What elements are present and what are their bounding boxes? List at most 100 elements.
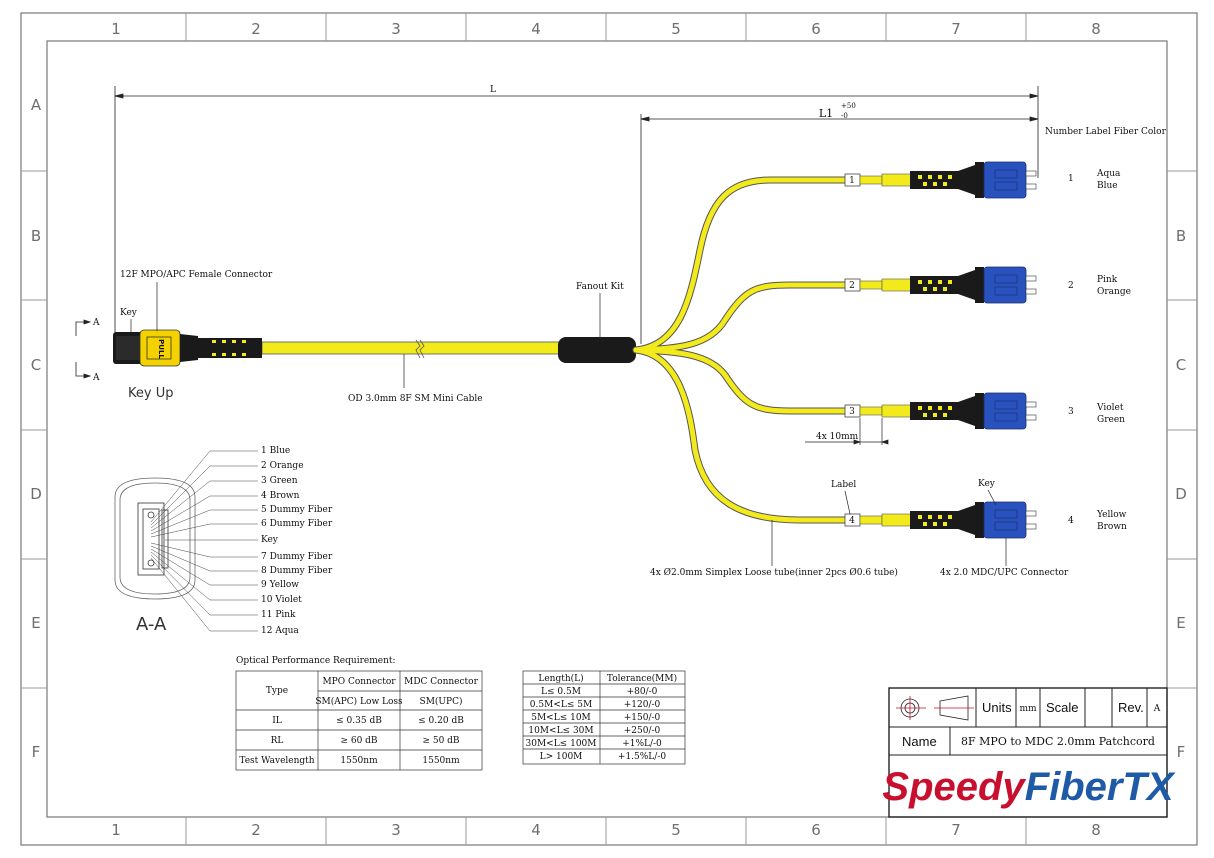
col-label: 7 xyxy=(951,821,961,839)
col-label: 8 xyxy=(1091,20,1101,38)
optical-row-name: IL xyxy=(272,716,282,726)
drawing-name: 8F MPO to MDC 2.0mm Patchcord xyxy=(961,735,1155,748)
units-value: mm xyxy=(1019,704,1037,714)
tol-value: +1%L/-0 xyxy=(622,739,662,749)
leg-tag-text: 2 xyxy=(849,281,855,291)
col-label: 1 xyxy=(111,20,121,38)
leg-tag-text: 1 xyxy=(849,176,855,186)
column-labels-top: 1 2 3 4 5 6 7 8 xyxy=(111,20,1101,38)
dimension-L xyxy=(114,86,1039,344)
optical-row-mdc: 1550nm xyxy=(422,756,460,766)
optical-table xyxy=(235,670,483,771)
leg-1-color-2: Blue xyxy=(1097,181,1118,191)
leg-3-color-1: Violet xyxy=(1096,403,1124,413)
col-label: 2 xyxy=(251,20,261,38)
optical-row-mdc: ≤ 0.20 dB xyxy=(418,716,464,726)
leg-4-number: 4 xyxy=(1068,516,1074,526)
row-label: F xyxy=(32,743,41,761)
name-label: Name xyxy=(902,734,937,749)
fiber-position: 6 Dummy Fiber xyxy=(261,519,333,529)
scale-label: Scale xyxy=(1046,700,1079,715)
tol-value: +120/-0 xyxy=(624,700,661,710)
pull-label: PULL xyxy=(157,339,165,359)
optical-row-mdc: ≥ 50 dB xyxy=(422,736,459,746)
leg-3-color-2: Green xyxy=(1097,415,1125,425)
optical-header-type: Type xyxy=(266,686,288,696)
fiber-position: 7 Dummy Fiber xyxy=(261,552,333,562)
outer-border xyxy=(20,12,1198,846)
row-label: B xyxy=(1176,227,1186,245)
label-width-text: 4x 10mm xyxy=(816,432,859,442)
fanout-legs xyxy=(633,177,848,523)
fiber-position: 2 Orange xyxy=(261,461,304,471)
optical-col-mpo: MPO Connector xyxy=(322,677,396,687)
leg-4: 4 xyxy=(844,501,1037,539)
logo-part-2: FiberTX xyxy=(1025,765,1176,809)
col-label: 5 xyxy=(671,20,681,38)
inner-border xyxy=(46,40,1168,818)
dim-L-label: L xyxy=(490,85,496,95)
row-label: E xyxy=(1176,614,1185,632)
header-number-label-fiber: Number Label Fiber Color xyxy=(1045,127,1167,137)
title-block xyxy=(888,687,1168,818)
leg-2-number: 2 xyxy=(1068,281,1074,291)
fiber-leaders xyxy=(150,450,258,632)
key-callout: Key xyxy=(978,479,996,489)
leg-1: 1 xyxy=(844,161,1037,199)
main-cable xyxy=(261,339,563,359)
col-label: 3 xyxy=(391,821,401,839)
section-arrows xyxy=(75,319,92,379)
tol-length: L≤ 0.5M xyxy=(541,687,581,697)
tol-value: +150/-0 xyxy=(624,713,661,723)
tolerance-table xyxy=(522,670,686,765)
optical-sub-mdc: SM(UPC) xyxy=(420,696,463,707)
company-logo: SpeedyFiberTX xyxy=(882,765,1176,809)
row-label: B xyxy=(31,227,41,245)
tol-length: 0.5M<L≤ 5M xyxy=(530,700,592,710)
projection-symbol-icon xyxy=(896,695,974,721)
leg-2-color-2: Orange xyxy=(1097,287,1131,297)
fiber-position: 12 Aqua xyxy=(261,626,299,636)
col-label: 8 xyxy=(1091,821,1101,839)
row-label: D xyxy=(30,485,42,503)
fiber-position: Key xyxy=(261,535,279,545)
row-label: F xyxy=(1177,743,1186,761)
col-label: 2 xyxy=(251,821,261,839)
row-label: C xyxy=(31,356,41,374)
tol-value: +80/-0 xyxy=(627,687,658,697)
section-a-bottom: A xyxy=(92,373,100,383)
leg-1-color-1: Aqua xyxy=(1096,169,1121,179)
dim-L1-tol-plus: +50 xyxy=(841,102,856,110)
fiber-position: 9 Yellow xyxy=(261,580,299,590)
rev-label: Rev. xyxy=(1118,700,1144,715)
optical-row-mpo: ≤ 0.35 dB xyxy=(336,716,382,726)
fiber-position: 11 Pink xyxy=(261,610,296,620)
dim-L1-label: L1 xyxy=(819,107,833,120)
leg-4-color-1: Yellow xyxy=(1096,510,1127,520)
fanout-kit-label: Fanout Kit xyxy=(576,282,624,292)
cable-label: OD 3.0mm 8F SM Mini Cable xyxy=(348,394,483,404)
leg-3-number: 3 xyxy=(1068,407,1074,417)
rev-value: A xyxy=(1153,704,1161,714)
mpo-connector: PULL xyxy=(113,329,262,367)
row-label: A xyxy=(31,96,42,114)
fiber-position: 4 Brown xyxy=(261,491,300,501)
tol-value: +1.5%L/-0 xyxy=(618,752,666,762)
col-label: 4 xyxy=(531,821,541,839)
dim-L1-tol-minus: -0 xyxy=(841,112,848,120)
key-label: Key xyxy=(120,308,138,318)
grid-ticks xyxy=(21,13,1197,845)
tol-length: L> 100M xyxy=(540,752,583,762)
leg-2: 2 xyxy=(844,266,1037,304)
col-label: 5 xyxy=(671,821,681,839)
dim-label-width xyxy=(805,418,889,445)
leg-3: 3 xyxy=(844,392,1037,430)
leg-tag-text: 3 xyxy=(849,407,855,417)
tol-length: 30M<L≤ 100M xyxy=(526,739,597,749)
row-labels-right: B C D E F xyxy=(1175,227,1187,761)
fiber-position: 10 Violet xyxy=(261,595,302,605)
row-label: D xyxy=(1175,485,1187,503)
logo-part-1: Speedy xyxy=(882,765,1026,809)
fiber-position: 3 Green xyxy=(261,476,298,486)
